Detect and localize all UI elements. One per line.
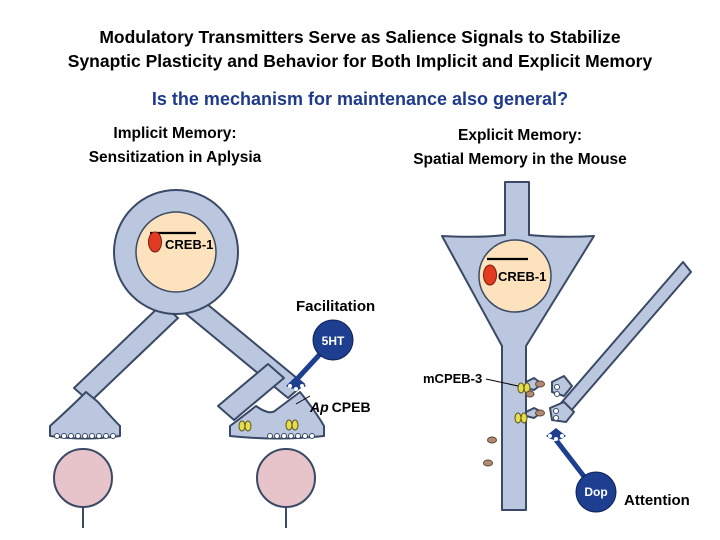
explicit-memory-heading: Explicit Memory: Spatial Memory in the M… bbox=[388, 124, 652, 172]
red-marker bbox=[148, 231, 162, 253]
vesicles-right bbox=[267, 433, 315, 439]
explicit-heading-line1: Explicit Memory: bbox=[457, 127, 583, 144]
5ht-label: 5HT bbox=[322, 334, 345, 348]
explicit-heading-line2: Spatial Memory in the Mouse bbox=[413, 151, 627, 168]
red-marker-right bbox=[483, 264, 497, 286]
mouse-neuron-body bbox=[441, 181, 595, 511]
apcpeb-arrow bbox=[295, 395, 311, 405]
aplysia-nucleus bbox=[135, 211, 217, 293]
creb-label-left: CREB-1 bbox=[165, 237, 213, 252]
apcpeb-name: CPEB bbox=[332, 399, 371, 415]
title-line-1: Modulatory Transmitters Serve as Salienc… bbox=[99, 27, 621, 47]
attention-label: Attention bbox=[624, 492, 690, 509]
dopamine-neuron: Dop bbox=[546, 428, 617, 513]
mcpeb3-arrow bbox=[485, 378, 519, 387]
brown-granules bbox=[483, 380, 545, 467]
facilitation-neuron: 5HT bbox=[286, 319, 354, 391]
title-line-2: Synaptic Plasticity and Behavior for Bot… bbox=[67, 51, 653, 71]
postsynaptic-cell-right bbox=[256, 448, 316, 528]
apcpeb-prefix: Ap bbox=[309, 399, 329, 415]
yellow-granules-left bbox=[238, 419, 299, 432]
creb-label-right: CREB-1 bbox=[498, 269, 546, 284]
question-text: Is the mechanism for maintenance also ge… bbox=[151, 89, 569, 109]
presynaptic-vesicles bbox=[553, 384, 560, 421]
postsynaptic-cell-left bbox=[53, 448, 113, 528]
facilitation-label: Facilitation bbox=[296, 298, 375, 315]
mouse-neuron: CREB-1 mCPEB-3 bbox=[423, 181, 692, 513]
implicit-heading-line2: Sensitization in Aplysia bbox=[88, 149, 262, 166]
implicit-memory-heading: Implicit Memory: Sensitization in Aplysi… bbox=[55, 122, 295, 170]
dop-label: Dop bbox=[584, 485, 607, 499]
mcpeb3-label: mCPEB-3 bbox=[423, 371, 482, 386]
implicit-heading-line1: Implicit Memory: bbox=[113, 125, 237, 142]
presynaptic-axon bbox=[549, 261, 692, 423]
vesicles-left bbox=[54, 433, 116, 439]
yellow-granules-right bbox=[514, 382, 531, 424]
